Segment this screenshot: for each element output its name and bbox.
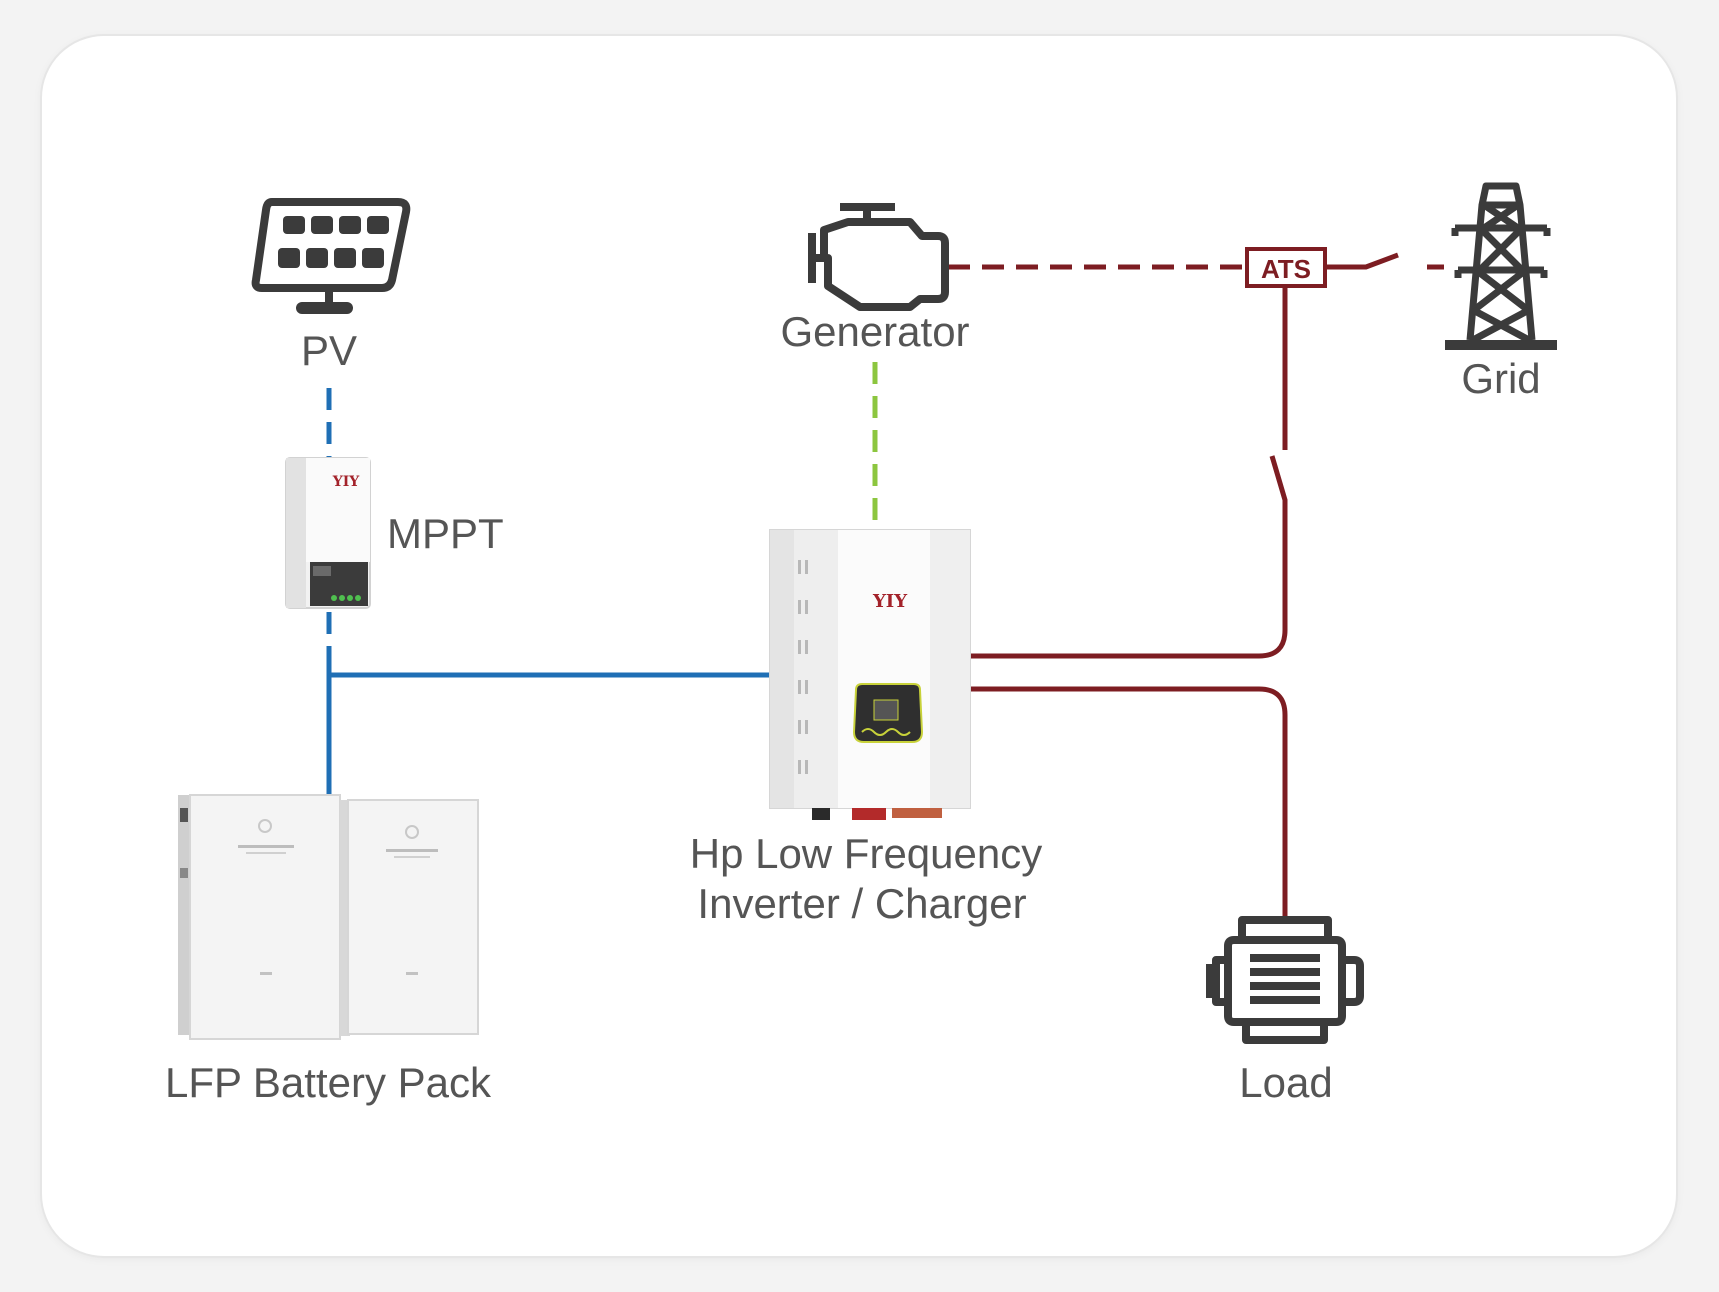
mppt-brand: YIY	[332, 474, 361, 490]
ats-to-inverter-line	[970, 286, 1288, 659]
inverter-label-line2: Inverter / Charger	[697, 880, 1027, 927]
inverter-brand: YIY	[872, 591, 908, 612]
generator-label: Generator	[780, 308, 970, 355]
solar-panel-icon	[251, 198, 411, 314]
load-label: Load	[1239, 1059, 1333, 1106]
inverter-to-load-line	[970, 686, 1288, 918]
dc-bus-line	[326, 660, 770, 800]
motor-icon	[1206, 916, 1364, 1044]
power-tower-icon	[1445, 182, 1557, 350]
pv-label: PV	[300, 327, 358, 374]
inverter-label-line1: Hp Low Frequency	[689, 830, 1043, 877]
mppt-device: YIY	[285, 457, 371, 609]
inverter-device: YIY	[769, 529, 971, 820]
engine-icon	[808, 203, 949, 311]
battery-pack-device	[178, 794, 479, 1040]
grid-label: Grid	[1461, 355, 1541, 402]
battery-label: LFP Battery Pack	[164, 1059, 492, 1106]
ats-to-grid-line	[1325, 252, 1444, 270]
ats-label: ATS	[1261, 254, 1311, 284]
ats-box: ATS	[1245, 247, 1327, 288]
mppt-label: MPPT	[387, 510, 504, 557]
